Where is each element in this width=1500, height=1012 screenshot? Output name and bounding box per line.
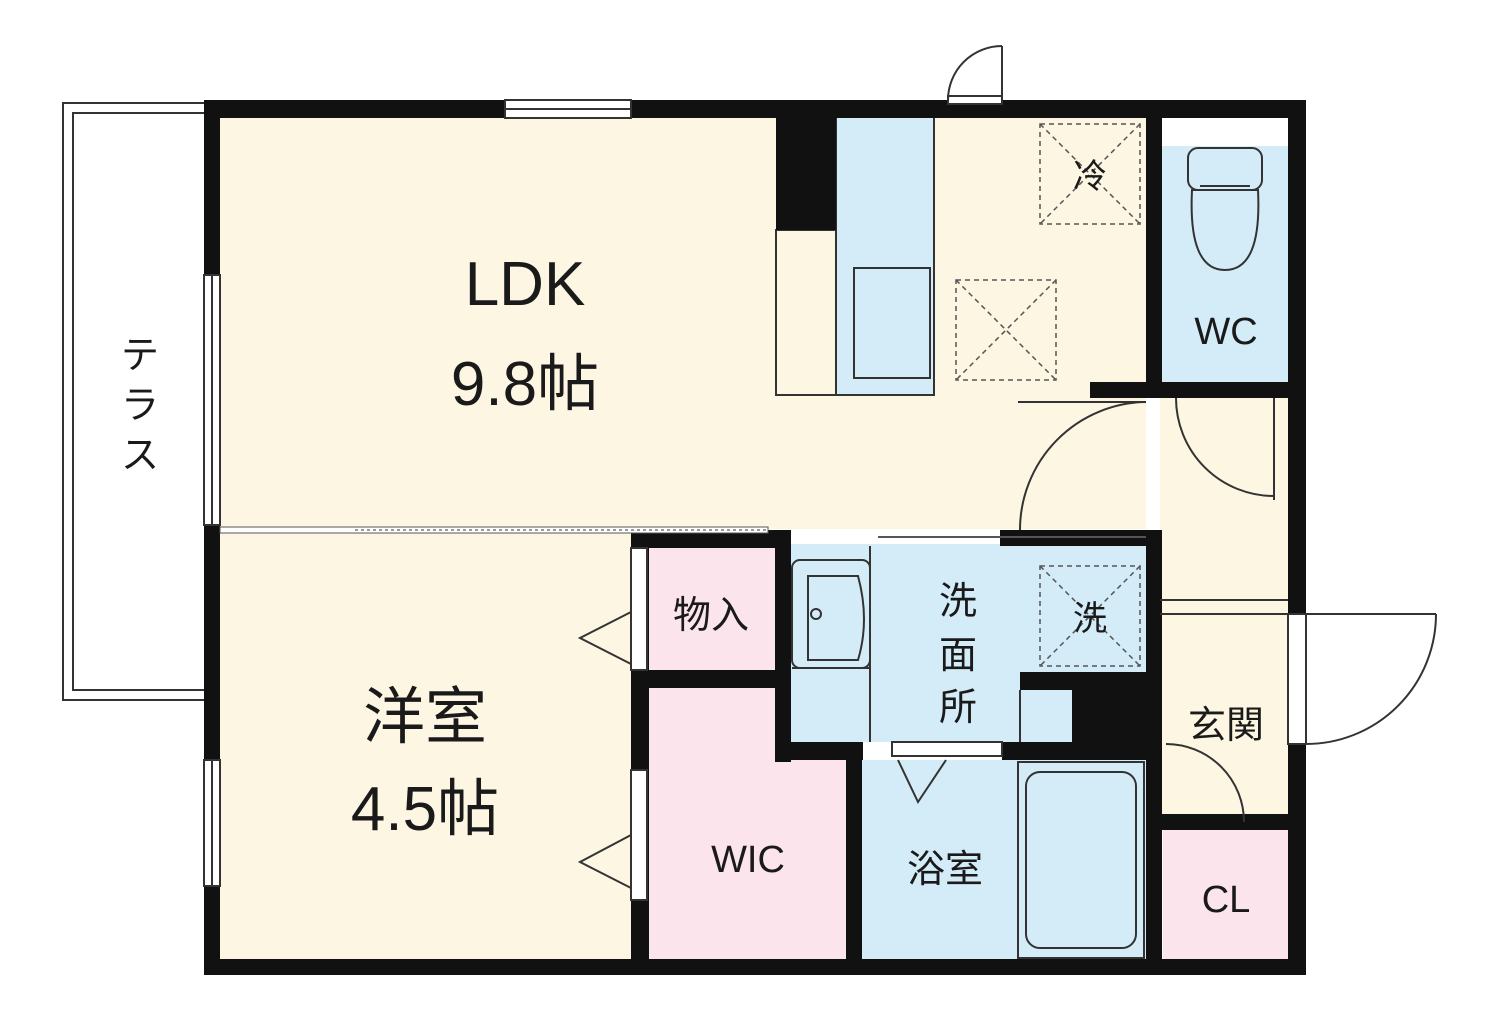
wc-label: WC	[1194, 311, 1257, 353]
washer-space	[1039, 565, 1141, 667]
closet-label: CL	[1202, 879, 1251, 921]
fridge-label: 冷	[1073, 158, 1107, 196]
washroom-label-2: 面	[939, 635, 977, 677]
western-room-label: 洋室	[363, 683, 487, 752]
ldk-size-label: 9.8帖	[451, 350, 599, 419]
washroom-label-3: 所	[939, 687, 977, 729]
wic-label: WIC	[711, 839, 785, 881]
terrace-label-2: ラ	[121, 385, 159, 427]
western-room-floor	[218, 529, 631, 961]
terrace-label-1: テ	[121, 335, 159, 377]
doors	[577, 45, 1437, 901]
fridge-space	[1039, 123, 1141, 225]
sliding-partition	[219, 526, 1146, 544]
kitchen-marker	[955, 279, 1057, 381]
window-lines	[211, 108, 631, 886]
walls	[204, 100, 1306, 975]
bath-label: 浴室	[907, 849, 983, 891]
bathtub	[1017, 761, 1145, 959]
terrace	[62, 102, 206, 701]
washbasin	[791, 546, 1021, 742]
ldk-floor	[218, 117, 1146, 529]
kitchen-counter	[775, 116, 935, 396]
terrace-label-3: ス	[121, 435, 159, 477]
bath-floor	[862, 760, 1146, 960]
washroom-label-1: 洗	[939, 581, 977, 623]
toilet-icon	[1187, 147, 1263, 272]
western-room-size-label: 4.5帖	[351, 775, 499, 844]
closet-floor	[1163, 830, 1289, 960]
entrance-label: 玄関	[1188, 705, 1264, 747]
storage-floor	[648, 546, 775, 670]
washer-label: 洗	[1073, 600, 1107, 638]
ldk-label: LDK	[465, 250, 586, 319]
hall-floor	[1160, 396, 1288, 816]
storage-label: 物入	[673, 595, 749, 637]
